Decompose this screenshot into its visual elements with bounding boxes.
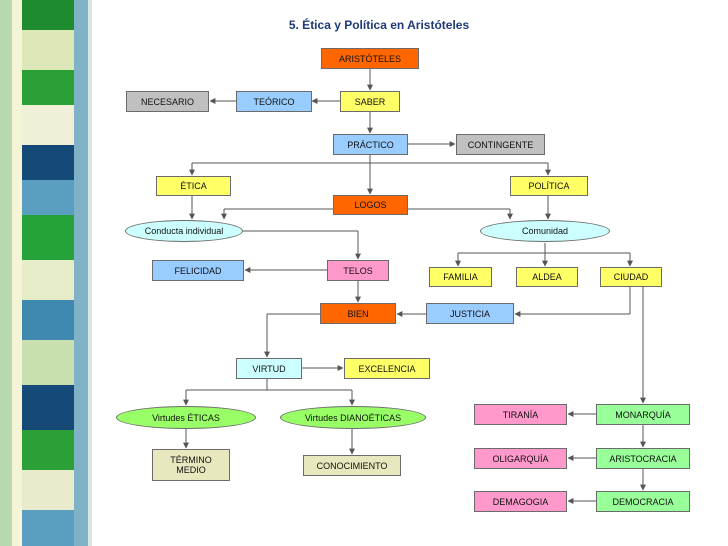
node-termino-medio: TÉRMINO MEDIO xyxy=(152,449,230,481)
node-monarquia: MONARQUÍA xyxy=(596,404,690,425)
decorative-stripe xyxy=(0,0,100,546)
node-contingente: CONTINGENTE xyxy=(456,134,545,155)
node-virtudes-eticas: Virtudes ÉTICAS xyxy=(116,406,256,429)
node-aristoteles: ARISTÓTELES xyxy=(321,48,419,69)
node-conocimiento: CONOCIMIENTO xyxy=(303,455,401,476)
node-conducta-individual: Conducta individual xyxy=(125,220,243,242)
node-democracia: DEMOCRACIA xyxy=(596,491,690,512)
node-aldea: ALDEA xyxy=(516,267,578,287)
node-logos: LOGOS xyxy=(333,195,408,215)
node-aristocracia: ARISTOCRACIA xyxy=(596,448,690,469)
node-familia: FAMILIA xyxy=(429,267,492,287)
node-virtudes-dianoeticas: Virtudes DIANOÉTICAS xyxy=(280,406,426,429)
node-felicidad: FELICIDAD xyxy=(152,260,244,281)
node-demagogia: DEMAGOGIA xyxy=(474,491,567,512)
node-excelencia: EXCELENCIA xyxy=(344,358,430,379)
page-title: 5. Ética y Política en Aristóteles xyxy=(288,18,470,32)
node-oligarquia: OLIGARQUÍA xyxy=(474,448,567,469)
node-bien: BIEN xyxy=(320,303,396,324)
node-saber: SABER xyxy=(340,91,400,112)
node-necesario: NECESARIO xyxy=(126,91,209,112)
node-teorico: TEÓRICO xyxy=(236,91,312,112)
node-tirania: TIRANÍA xyxy=(474,404,567,425)
node-politica: POLÍTICA xyxy=(510,176,588,196)
node-virtud: VIRTUD xyxy=(236,358,302,379)
node-telos: TELOS xyxy=(327,260,389,281)
node-justicia: JUSTICIA xyxy=(426,303,514,324)
node-etica: ÉTICA xyxy=(156,176,231,196)
node-ciudad: CIUDAD xyxy=(600,267,662,287)
node-practico: PRÁCTICO xyxy=(333,134,408,155)
node-comunidad: Comunidad xyxy=(480,220,610,242)
